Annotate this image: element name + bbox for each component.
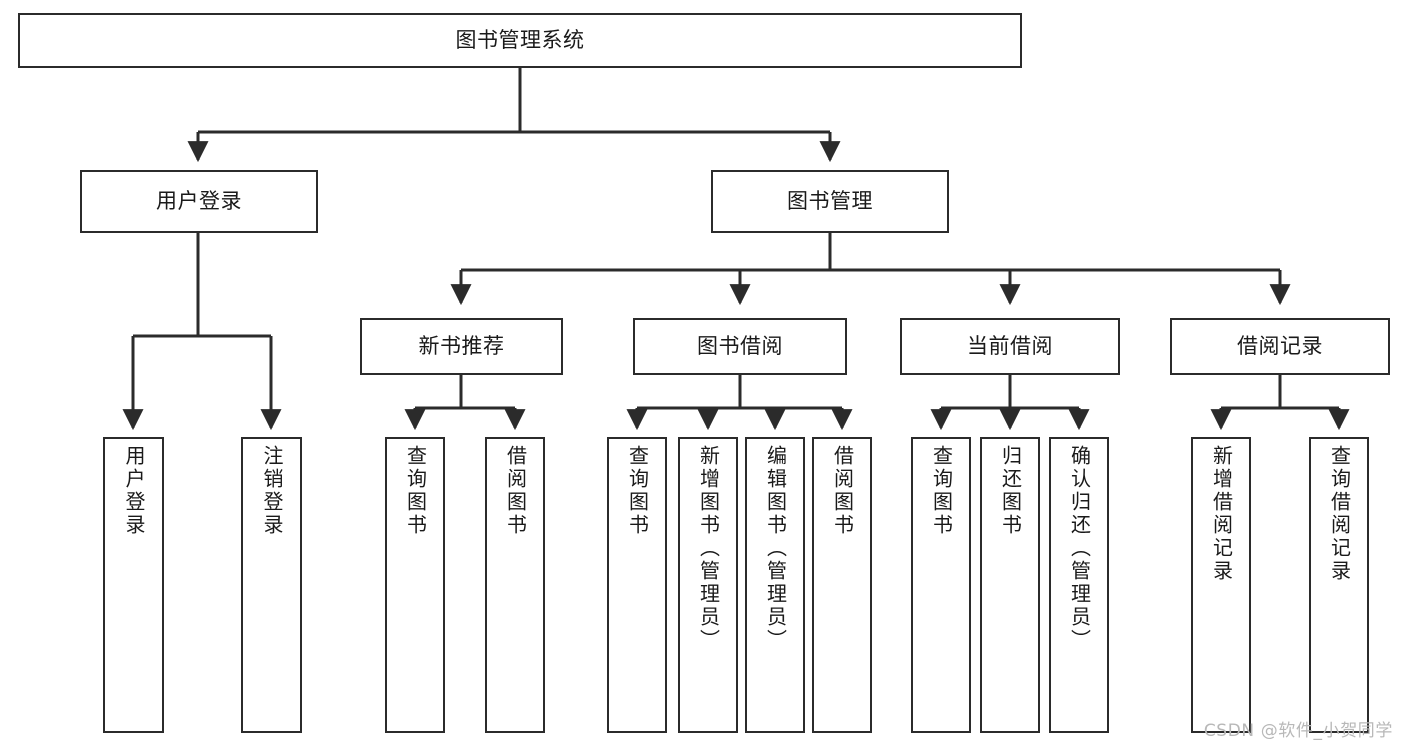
node-label: 查询图书 [625,445,650,537]
node-leaf-query-book-3[interactable]: 查询图书 [911,437,971,733]
node-leaf-query-book-1[interactable]: 查询图书 [385,437,445,733]
node-label: 归还图书 [998,445,1023,537]
node-leaf-add-book[interactable]: 新增图书（管理员） [678,437,738,733]
node-label: 新增借阅记录 [1209,445,1234,583]
node-root-book-management-system[interactable]: 图书管理系统 [18,13,1022,68]
node-leaf-confirm-return[interactable]: 确认归还（管理员） [1049,437,1109,733]
node-label: 查询借阅记录 [1327,445,1352,583]
node-label: 新增图书（管理员） [696,445,721,652]
node-leaf-edit-book[interactable]: 编辑图书（管理员） [745,437,805,733]
node-label: 借阅图书 [830,445,855,537]
node-book-manage[interactable]: 图书管理 [711,170,949,233]
node-leaf-return-book[interactable]: 归还图书 [980,437,1040,733]
node-borrow-record[interactable]: 借阅记录 [1170,318,1390,375]
node-label: 新书推荐 [418,334,505,359]
node-user-login[interactable]: 用户登录 [80,170,318,233]
node-leaf-query-borrow-record[interactable]: 查询借阅记录 [1309,437,1369,733]
node-current-borrow[interactable]: 当前借阅 [900,318,1120,375]
node-new-book-recommend[interactable]: 新书推荐 [360,318,563,375]
node-label: 注销登录 [260,445,284,537]
node-label: 用户登录 [156,189,242,214]
node-leaf-borrow-book-1[interactable]: 借阅图书 [485,437,545,733]
node-label: 借阅记录 [1237,334,1323,359]
node-leaf-user-login[interactable]: 用户登录 [103,437,164,733]
node-leaf-borrow-book-2[interactable]: 借阅图书 [812,437,872,733]
node-leaf-query-book-2[interactable]: 查询图书 [607,437,667,733]
node-leaf-add-borrow-record[interactable]: 新增借阅记录 [1191,437,1251,733]
node-book-borrow[interactable]: 图书借阅 [633,318,847,375]
node-leaf-logout-login[interactable]: 注销登录 [241,437,302,733]
node-label: 图书借阅 [697,334,783,359]
node-label: 确认归还（管理员） [1067,445,1092,652]
node-label: 查询图书 [403,445,428,537]
node-label: 编辑图书（管理员） [763,445,788,652]
node-label: 用户登录 [122,445,146,537]
node-label: 借阅图书 [503,445,528,537]
node-label: 图书管理系统 [455,28,585,53]
node-label: 图书管理 [787,189,873,214]
node-label: 当前借阅 [967,334,1053,359]
node-label: 查询图书 [929,445,954,537]
